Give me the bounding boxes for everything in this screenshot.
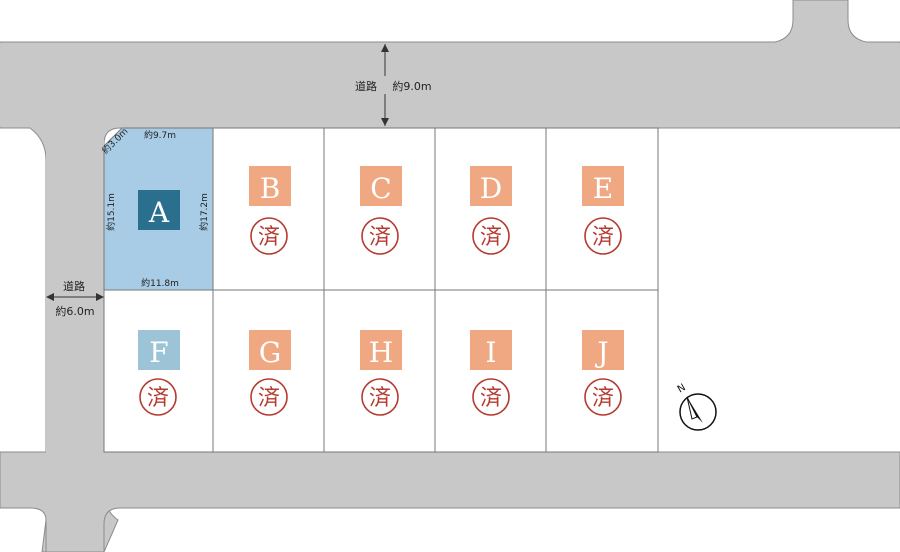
sold-mark-text: 済 <box>258 225 280 250</box>
lot-badge-i[interactable]: I <box>470 330 512 370</box>
road-annotations: 道路 約9.0m 道路 約6.0m <box>46 44 436 318</box>
lot-a-dimensions: 約3.0m 約9.7m 約15.1m 約17.2m 約11.8m <box>99 125 210 289</box>
sold-mark-f: 済 <box>139 378 177 416</box>
lot-letter: A <box>148 196 170 229</box>
lot-letter: D <box>480 172 502 205</box>
lot-letter: H <box>369 336 393 369</box>
lot-j-parcel[interactable] <box>545 289 659 453</box>
sold-mark-text: 済 <box>480 386 502 411</box>
lot-badge-g[interactable]: G <box>249 330 291 370</box>
sold-mark-text: 済 <box>480 225 502 250</box>
lot-badge-f[interactable]: F <box>138 330 180 370</box>
lot-letter: J <box>594 336 608 369</box>
sold-mark-text: 済 <box>258 386 280 411</box>
sold-mark-g: 済 <box>250 378 288 416</box>
lot-g-parcel[interactable] <box>212 289 325 453</box>
lot-badge-c[interactable]: C <box>360 166 402 206</box>
lot-badge-d[interactable]: D <box>470 166 512 206</box>
lot-letter: B <box>260 172 281 205</box>
arrowhead-up-icon <box>381 44 389 52</box>
sold-mark-text: 済 <box>369 386 391 411</box>
north-arrow-icon: N <box>676 382 717 431</box>
lot-a-left-dimension: 約15.1m <box>105 193 117 231</box>
arrowhead-down-icon <box>381 118 389 126</box>
lot-a-top-dimension: 約9.7m <box>144 129 176 141</box>
lot-badge-h[interactable]: H <box>360 330 402 370</box>
sold-mark-h: 済 <box>361 378 399 416</box>
sold-mark-text: 済 <box>592 225 614 250</box>
sold-mark-i: 済 <box>472 378 510 416</box>
arrowhead-left-icon <box>46 293 54 301</box>
road-west-fill <box>46 127 104 453</box>
lot-badge-j[interactable]: J <box>582 330 624 370</box>
lot-letter: I <box>485 336 496 369</box>
sold-mark-text: 済 <box>147 386 169 411</box>
arrowhead-right-icon <box>96 293 104 301</box>
west-road-width: 約6.0m <box>55 304 94 318</box>
sold-mark-e: 済 <box>584 217 622 255</box>
sold-mark-text: 済 <box>369 225 391 250</box>
lot-f-parcel[interactable] <box>103 289 214 453</box>
road-south <box>0 451 900 552</box>
sold-mark-j: 済 <box>584 378 622 416</box>
compass-label: N <box>676 382 688 395</box>
sold-mark-b: 済 <box>250 217 288 255</box>
lot-grid <box>103 127 659 453</box>
lot-letter: E <box>593 172 613 205</box>
sold-mark-text: 済 <box>592 386 614 411</box>
sold-mark-c: 済 <box>361 217 399 255</box>
lot-i-parcel[interactable] <box>434 289 547 453</box>
lot-badge-e[interactable]: E <box>582 166 624 206</box>
north-road-width: 約9.0m <box>392 79 431 93</box>
lot-badge-b[interactable]: B <box>249 166 291 206</box>
sold-mark-d: 済 <box>472 217 510 255</box>
lot-letter: G <box>259 336 281 369</box>
lot-a-right-dimension: 約17.2m <box>198 193 210 231</box>
lot-letter: F <box>149 336 168 369</box>
road-north-fill <box>0 43 900 127</box>
lot-badge-a[interactable]: A <box>138 190 180 230</box>
lot-c-parcel[interactable] <box>323 127 436 291</box>
north-road-name: 道路 <box>355 79 377 93</box>
lot-e-parcel[interactable] <box>545 127 659 291</box>
lot-letter: C <box>370 172 391 205</box>
lot-b-parcel[interactable] <box>212 127 325 291</box>
lot-a-bottom-dimension: 約11.8m <box>141 277 179 289</box>
lot-h-parcel[interactable] <box>323 289 436 453</box>
lot-d-parcel[interactable] <box>434 127 547 291</box>
west-road-name: 道路 <box>63 279 85 293</box>
